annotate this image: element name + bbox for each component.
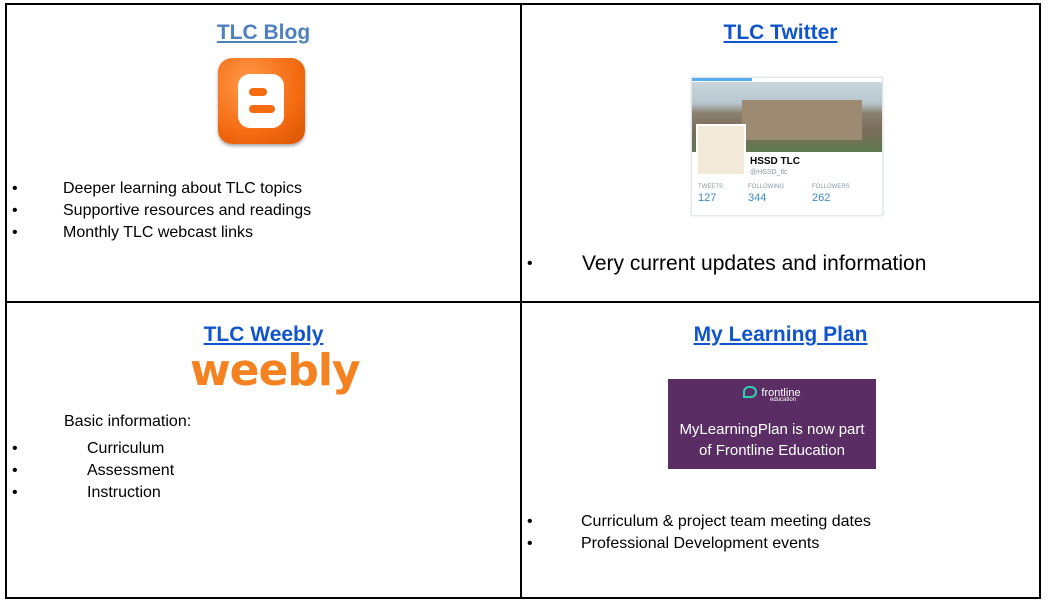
weebly-logo-icon[interactable]: weebly — [190, 345, 361, 396]
resource-table: TLC Blog Deeper learning about TLC topic… — [5, 3, 1041, 599]
weebly-intro-text: Basic information: — [64, 413, 192, 430]
cell-tlc-twitter: TLC Twitter HSSD TLC @HSSD_tlc TWEETS 12… — [522, 5, 1039, 301]
list-item: Professional Development events — [522, 533, 871, 555]
twitter-handle: @HSSD_tlc — [750, 169, 788, 176]
list-item: Supportive resources and readings — [7, 200, 311, 222]
row-divider — [7, 301, 1039, 303]
blog-bullet-list: Deeper learning about TLC topics Support… — [7, 178, 311, 244]
mlp-bullet-list: Curriculum & project team meeting dates … — [522, 511, 871, 555]
frontline-banner[interactable]: frontline education MyLearningPlan is no… — [668, 379, 876, 469]
tlc-weebly-link[interactable]: TLC Weebly — [203, 323, 324, 346]
frontline-logo-subtext: education — [769, 397, 797, 403]
list-item: Instruction — [7, 482, 174, 504]
tweets-label: TWEETS — [698, 184, 723, 190]
tweets-count: 127 — [698, 192, 717, 204]
list-item: Curriculum — [7, 438, 174, 460]
list-item: Assessment — [7, 460, 174, 482]
frontline-logo-icon — [743, 386, 758, 398]
list-item: Very current updates and information — [522, 251, 926, 277]
twitter-banner-image — [692, 82, 882, 152]
frontline-banner-text: MyLearningPlan is now part of Frontline … — [668, 419, 876, 461]
weebly-bullet-list: Curriculum Assessment Instruction — [7, 438, 174, 504]
frontline-logo-text: frontline — [761, 387, 801, 399]
frontline-logo: frontline education — [668, 386, 876, 403]
cell-tlc-weebly: TLC Weebly weebly Basic information: Cur… — [7, 303, 520, 597]
tlc-blog-link[interactable]: TLC Blog — [216, 21, 311, 44]
cell-my-learning-plan: My Learning Plan frontline education MyL… — [522, 303, 1039, 597]
twitter-profile-card[interactable]: HSSD TLC @HSSD_tlc TWEETS 127 FOLLOWING … — [691, 77, 883, 216]
avatar — [696, 124, 746, 176]
list-item: Deeper learning about TLC topics — [7, 178, 311, 200]
my-learning-plan-link[interactable]: My Learning Plan — [693, 323, 868, 346]
following-label: FOLLOWING — [748, 184, 785, 190]
tlc-twitter-link[interactable]: TLC Twitter — [723, 21, 838, 44]
twitter-bullet-list: Very current updates and information — [522, 251, 926, 277]
following-count: 344 — [748, 192, 767, 204]
list-item: Monthly TLC webcast links — [7, 222, 311, 244]
followers-count: 262 — [812, 192, 831, 204]
banner-line-2: of Frontline Education — [699, 442, 845, 459]
followers-label: FOLLOWERS — [812, 184, 850, 190]
cell-tlc-blog: TLC Blog Deeper learning about TLC topic… — [7, 5, 520, 301]
banner-line-1: MyLearningPlan is now part — [679, 421, 865, 438]
list-item: Curriculum & project team meeting dates — [522, 511, 871, 533]
blogger-logo-icon[interactable] — [218, 58, 305, 144]
twitter-profile-name: HSSD TLC — [750, 156, 800, 167]
